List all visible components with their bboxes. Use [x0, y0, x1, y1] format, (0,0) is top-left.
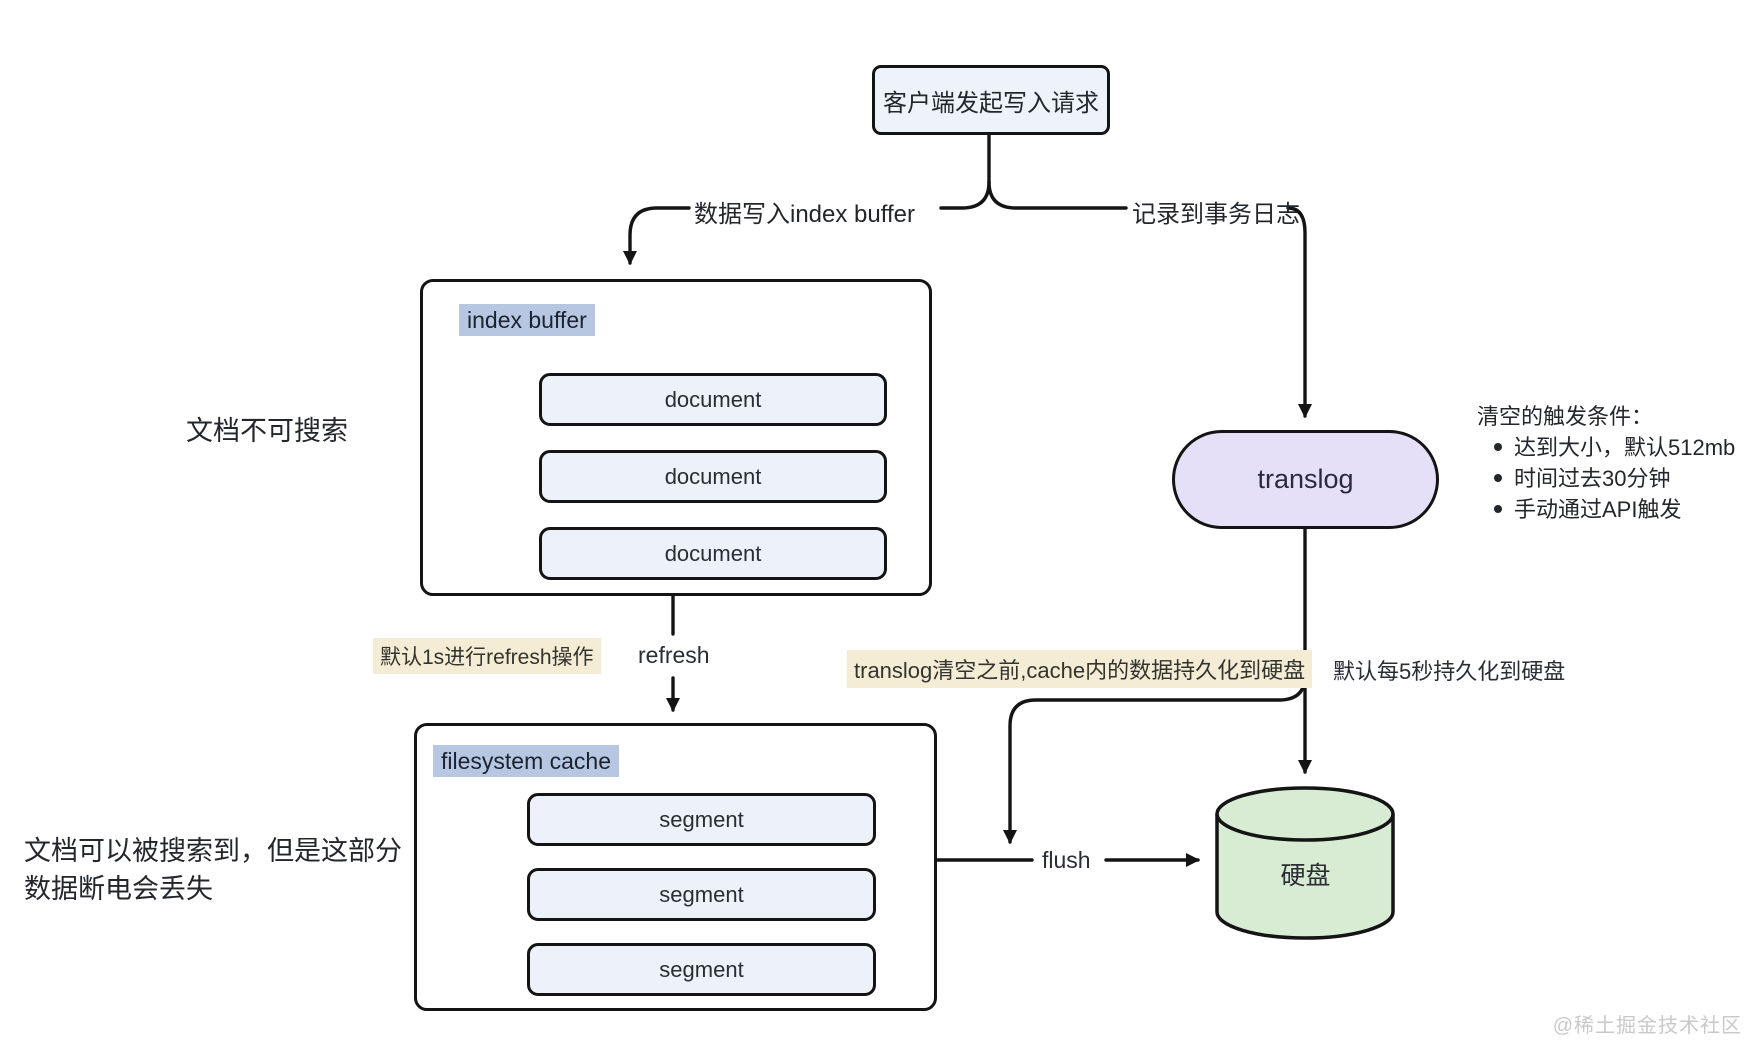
bullet-dot-icon: [1494, 474, 1502, 482]
filesystem-cache-node: filesystem cache segment segment segment: [414, 723, 937, 1011]
client-request-node: 客户端发起写入请求: [872, 65, 1110, 135]
document-item: document: [539, 527, 887, 580]
clear-condition-text: 达到大小，默认512mb: [1514, 435, 1736, 460]
note-refresh-default: 默认1s进行refresh操作: [373, 638, 601, 674]
edge-label-write-index-buffer: 数据写入index buffer: [694, 201, 915, 228]
note-searchable-line2: 数据断电会丢失: [24, 874, 213, 904]
connector-translog-to-flush: [1003, 674, 1307, 844]
connector-client-to-translog: [987, 180, 1128, 210]
clear-condition-item: 达到大小，默认512mb: [1477, 432, 1735, 463]
segment-item: segment: [527, 793, 876, 846]
note-persist-default: 默认每5秒持久化到硬盘: [1333, 659, 1566, 684]
filesystem-cache-title: filesystem cache: [433, 745, 620, 777]
note-not-searchable: 文档不可搜索: [186, 416, 348, 446]
clear-condition-text: 时间过去30分钟: [1514, 466, 1671, 491]
clear-condition-text: 手动通过API触发: [1514, 497, 1682, 522]
index-buffer-title: index buffer: [459, 304, 595, 336]
bullet-dot-icon: [1494, 505, 1502, 513]
connector-client-to-translog-arrow: [1286, 206, 1312, 418]
note-flush-before-clear: translog清空之前,cache内的数据持久化到硬盘: [847, 650, 1313, 688]
connector-client-to-indexbuffer-arrow: [623, 206, 691, 265]
disk-label: 硬盘: [1280, 862, 1331, 890]
note-searchable-line1: 文档可以被搜索到，但是这部分: [24, 836, 402, 866]
note-searchable-volatile: 文档可以被搜索到，但是这部分 数据断电会丢失: [24, 832, 424, 908]
edge-label-record-translog: 记录到事务日志: [1132, 201, 1300, 228]
document-item: document: [539, 450, 887, 503]
bullet-dot-icon: [1494, 443, 1502, 451]
edge-label-refresh: refresh: [638, 642, 710, 668]
translog-node: translog: [1172, 430, 1439, 529]
clear-condition-item: 手动通过API触发: [1477, 494, 1735, 525]
edge-label-flush: flush: [1042, 847, 1091, 873]
segment-item: segment: [527, 868, 876, 921]
document-item: document: [539, 373, 887, 426]
segment-item: segment: [527, 943, 876, 996]
clear-conditions-title: 清空的触发条件：: [1477, 404, 1654, 429]
connector-client-to-indexbuffer: [939, 180, 991, 210]
clear-condition-item: 时间过去30分钟: [1477, 463, 1735, 494]
watermark: @稀土掘金技术社区: [1552, 1015, 1742, 1037]
index-buffer-node: index buffer document document document: [420, 279, 932, 596]
translog-clear-conditions: 清空的触发条件： 达到大小，默认512mb 时间过去30分钟 手动通过API触发: [1477, 402, 1735, 525]
